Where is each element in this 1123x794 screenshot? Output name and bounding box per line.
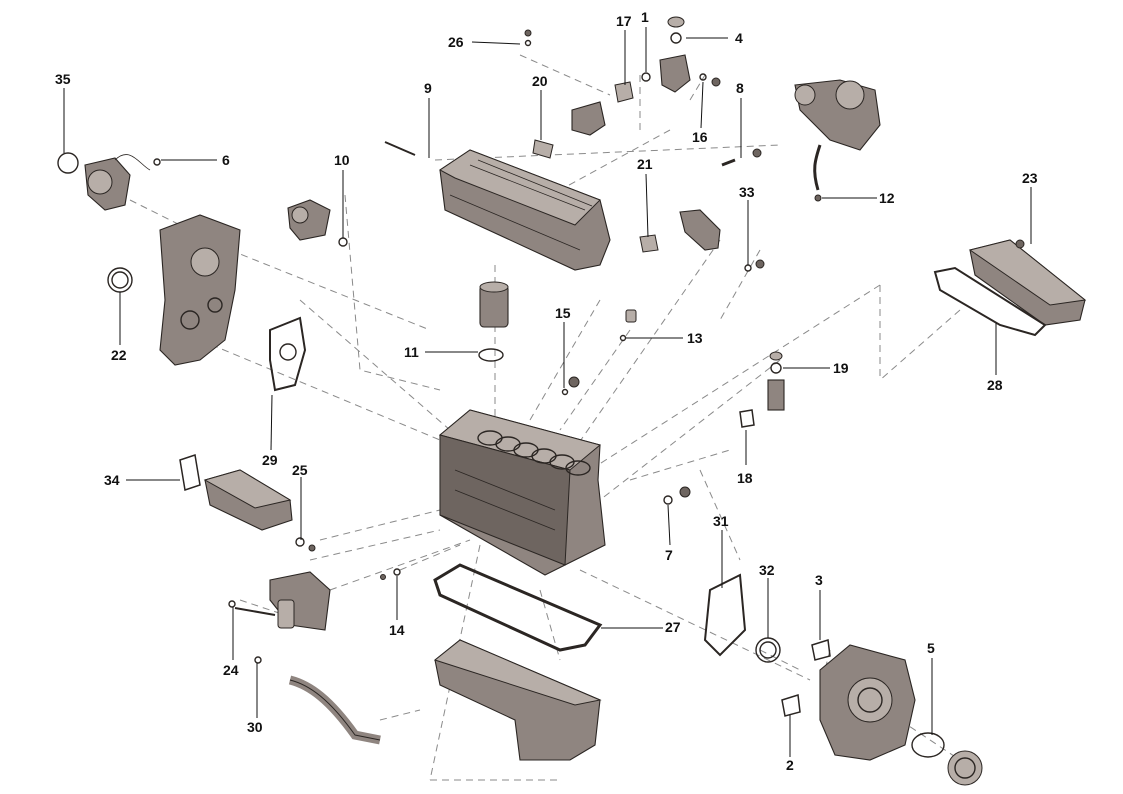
o-ring-10 [338, 237, 348, 247]
callout-16: 16 [692, 129, 708, 145]
bracket-20 [532, 101, 606, 159]
timing-cover [159, 214, 241, 366]
callout-23: 23 [1022, 170, 1038, 186]
gasket-29 [269, 316, 307, 392]
callout-20: 20 [532, 73, 548, 89]
callout-18: 18 [737, 470, 753, 486]
cap-13 [625, 309, 637, 323]
callout-17: 17 [616, 13, 632, 29]
o-ring-33 [744, 264, 752, 272]
callout-34: 34 [104, 472, 120, 488]
o-ring-25 [295, 537, 305, 547]
gasket-31 [703, 573, 747, 657]
callout-19: 19 [833, 360, 849, 376]
callout-10: 10 [334, 152, 350, 168]
gasket-28 [933, 266, 1047, 337]
callout-32: 32 [759, 562, 775, 578]
callout-9: 9 [424, 80, 432, 96]
plug-12 [814, 194, 822, 202]
callout-5: 5 [927, 640, 935, 656]
pipe-8 [721, 158, 736, 167]
fuel-pump [203, 469, 293, 531]
callout-22: 22 [111, 347, 127, 363]
o-ring-13 [619, 334, 627, 342]
callout-25: 25 [292, 462, 308, 478]
callout-29: 29 [262, 452, 278, 468]
oil-cooler [968, 239, 1087, 326]
callout-8: 8 [736, 80, 744, 96]
head-bolt [384, 141, 416, 156]
oil-filter [479, 281, 509, 328]
callout-7: 7 [665, 547, 673, 563]
callout-3: 3 [815, 572, 823, 588]
plug-14 [380, 574, 386, 580]
callout-30: 30 [247, 719, 263, 735]
o-ring-14 [393, 568, 401, 576]
callout-21: 21 [637, 156, 653, 172]
callout-2: 2 [786, 757, 794, 773]
cylinder-head [439, 149, 611, 271]
thermostat-housing [287, 199, 331, 241]
fitting-33 [755, 259, 765, 269]
o-ring-16 [699, 73, 707, 81]
o-ring-11 [478, 348, 504, 362]
flywheel-housing [819, 644, 916, 761]
gasket-18 [739, 409, 755, 428]
flange-17 [614, 81, 634, 103]
o-ring-24 [228, 600, 236, 608]
gasket-2 [781, 694, 801, 717]
manifold-21 [639, 209, 721, 253]
rear-seal-plate [947, 750, 983, 786]
callout-1: 1 [641, 9, 649, 25]
turbocharger [794, 79, 881, 191]
pipe-30-outline [289, 679, 381, 741]
bolt-26 [524, 29, 532, 37]
o-ring-1 [641, 72, 651, 82]
callout-6: 6 [222, 152, 230, 168]
outlet-housing-4 [659, 16, 691, 93]
o-ring-7 [663, 495, 673, 505]
callout-27: 27 [665, 619, 681, 635]
callout-13: 13 [687, 330, 703, 346]
callout-14: 14 [389, 622, 405, 638]
coolant-elbow-19 [767, 351, 785, 411]
gasket-27 [433, 563, 603, 652]
callout-31: 31 [713, 513, 729, 529]
oil-pan [433, 639, 602, 761]
leader-lines [63, 27, 1032, 757]
seal-35 [57, 152, 79, 174]
gasket-34 [179, 454, 201, 491]
sensor-15 [568, 376, 580, 388]
water-pump [84, 154, 151, 211]
o-ring-30 [254, 656, 262, 664]
engine-block [438, 409, 606, 576]
callout-33: 33 [739, 184, 755, 200]
callout-11: 11 [404, 344, 419, 360]
washer-26 [524, 39, 532, 47]
callout-26: 26 [448, 34, 464, 50]
callout-28: 28 [987, 377, 1003, 393]
bolt-25 [308, 544, 316, 552]
seal-32 [755, 637, 781, 663]
fitting-8 [752, 148, 762, 158]
fitting-7 [679, 486, 691, 498]
o-ring-15 [561, 388, 569, 396]
sensor-23 [1015, 239, 1025, 249]
callout-15: 15 [555, 305, 571, 321]
callout-35: 35 [55, 71, 71, 87]
gasket-3 [811, 639, 831, 661]
fitting-16 [711, 77, 721, 87]
filter-housing-24 [234, 571, 331, 631]
o-ring-5 [911, 732, 945, 758]
seal-22 [107, 267, 133, 293]
callout-labels: 1 2 3 4 5 6 7 8 9 10 11 12 13 14 15 16 1… [55, 9, 1038, 773]
callout-4: 4 [735, 30, 743, 46]
o-ring-6 [153, 158, 161, 166]
callout-24: 24 [223, 662, 239, 678]
callout-12: 12 [879, 190, 895, 206]
